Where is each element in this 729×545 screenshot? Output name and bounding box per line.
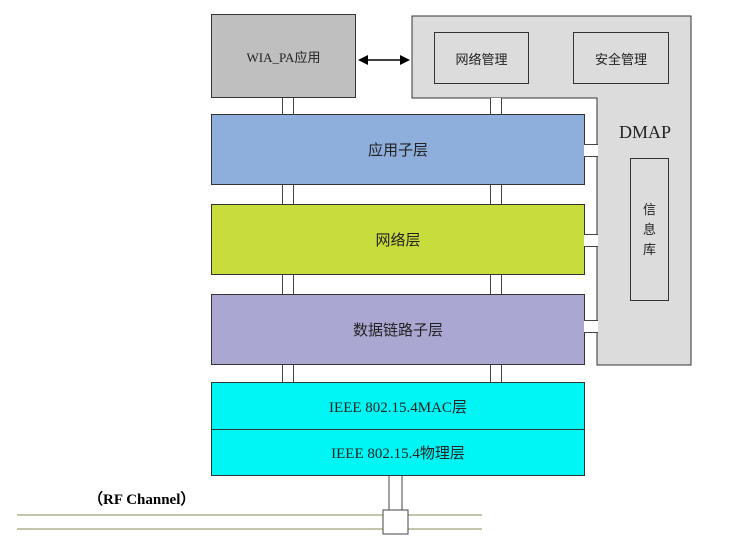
data-link-sublayer: 数据链路子层: [211, 294, 585, 365]
wia-pa-application-box: WIA_PA应用: [211, 14, 356, 98]
network-layer: 网络层: [211, 204, 585, 275]
rf-channel-label: （RF Channel）: [88, 492, 196, 508]
connector-app-to-application-sublayer: [282, 98, 294, 115]
ieee-mac-layer: IEEE 802.15.4MAC层: [211, 382, 585, 430]
connector-network-to-datalink-right: [490, 274, 502, 295]
dmap-title: DMAP: [619, 122, 672, 142]
network-management-box: 网络管理: [434, 32, 529, 84]
ieee-physical-layer: IEEE 802.15.4物理层: [211, 429, 585, 476]
connector-application-to-network-right: [490, 185, 502, 205]
connector-network-to-datalink-left: [282, 274, 294, 295]
stub-application-to-dmap: [584, 144, 598, 157]
connector-dmap-to-application-sublayer: [490, 98, 502, 115]
stub-datalink-to-dmap: [584, 320, 598, 333]
connector-datalink-to-mac-right: [490, 364, 502, 383]
application-sublayer: 应用子层: [211, 114, 585, 185]
stub-network-to-dmap: [584, 234, 598, 247]
connector-application-to-network-left: [282, 185, 294, 205]
connector-datalink-to-mac-left: [282, 364, 294, 383]
security-management-box: 安全管理: [573, 32, 669, 84]
information-base-box: 信 息 库: [630, 158, 669, 301]
